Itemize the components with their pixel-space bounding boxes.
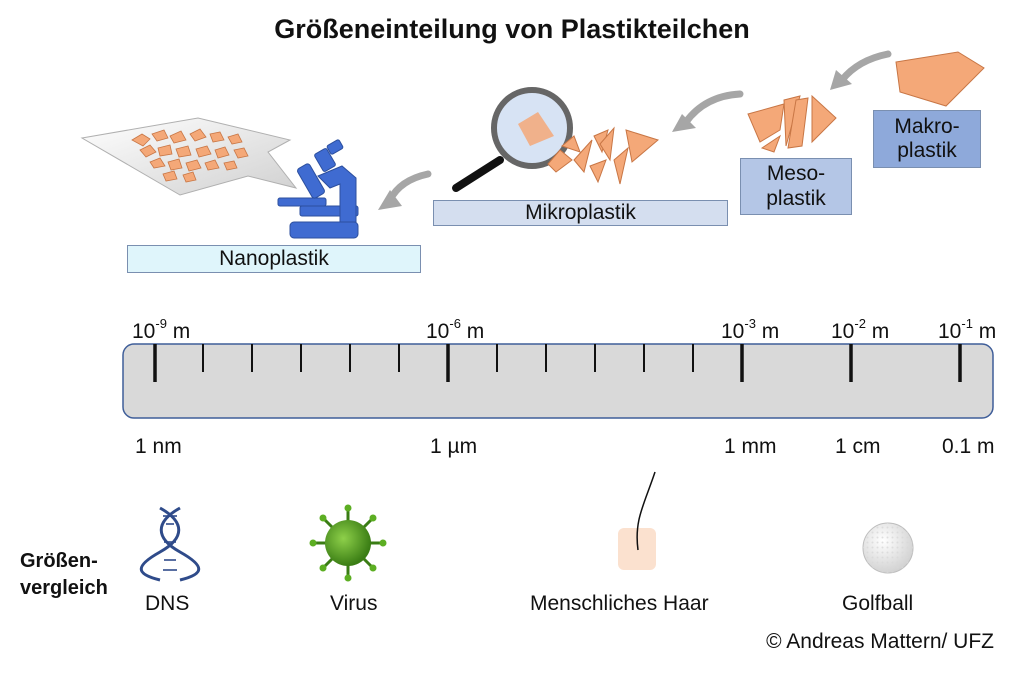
dna-icon: [139, 506, 201, 582]
size-ruler: [122, 343, 994, 419]
page-title: Größeneinteilung von Plastikteilchen: [274, 14, 750, 44]
macroplastic-icon: [895, 51, 985, 107]
category-label: Nanoplastik: [219, 246, 329, 270]
comparison-label-hair: Menschliches Haar: [530, 592, 709, 615]
unit-label-um: 1 µm: [430, 435, 478, 458]
category-nanoplastik: Nanoplastik: [127, 245, 421, 273]
ruler-ticks: [153, 344, 962, 382]
scale-label-1e-2: 10-2 m: [831, 316, 890, 343]
nanoplastic-sample-icon: [80, 117, 298, 196]
scale-label-1e-1: 10-1 m: [938, 316, 997, 343]
category-makroplastik: Makro- plastik: [873, 110, 981, 168]
scale-label-1e-3: 10-3 m: [721, 316, 780, 343]
magnifier-icon: [452, 87, 573, 192]
category-label: Mikroplastik: [525, 200, 636, 224]
category-label: Meso- plastik: [766, 162, 826, 210]
comparison-heading: Größen- vergleich: [20, 550, 108, 599]
microscope-icon: [277, 139, 359, 239]
unit-label-dm: 0.1 m: [942, 435, 995, 458]
credit-line: © Andreas Mattern/ UFZ: [766, 630, 994, 653]
comparison-label-dns: DNS: [145, 592, 190, 615]
category-label: Makro- plastik: [894, 114, 960, 162]
mesoplastic-fragments-icon: [747, 94, 837, 153]
comparison-label-golfball: Golfball: [842, 592, 914, 615]
category-mesoplastik: Meso- plastik: [740, 158, 852, 215]
category-mikroplastik: Mikroplastik: [433, 200, 728, 226]
arrowheads: [378, 70, 852, 210]
scale-label-1e-9: 10-9 m: [132, 316, 191, 343]
hair-icon: [618, 471, 656, 570]
microplastic-fragments-icon: [547, 126, 660, 185]
unit-label-nm: 1 nm: [135, 435, 182, 458]
golfball-icon: [862, 522, 914, 574]
comparison-label-virus: Virus: [330, 592, 378, 615]
unit-label-cm: 1 cm: [835, 435, 881, 458]
unit-label-mm: 1 mm: [724, 435, 777, 458]
virus-icon: [309, 504, 387, 582]
scale-label-1e-6: 10-6 m: [426, 316, 485, 343]
